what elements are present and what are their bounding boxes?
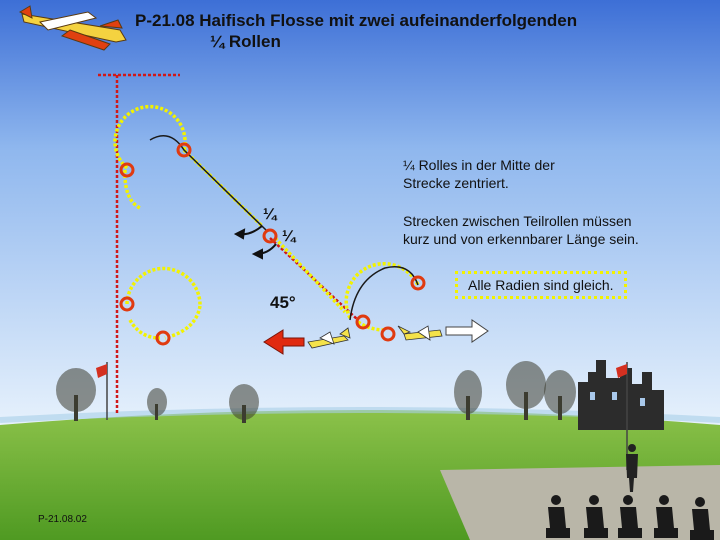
judge-figure-icon — [546, 495, 570, 538]
flag-icon — [616, 362, 628, 470]
aircraft-icon — [307, 327, 351, 349]
position-markers — [119, 142, 426, 346]
path-outline — [149, 135, 419, 321]
note-segments-line2: kurz und von erkennbarer Länge sein. — [403, 231, 639, 247]
flag-icon — [96, 362, 108, 420]
roll-mark-2: ¼ — [282, 228, 296, 245]
spectator-area — [440, 465, 720, 540]
castle-icon — [578, 360, 664, 430]
tree-icon — [147, 388, 167, 420]
judge-figure-icon — [654, 495, 678, 538]
page-title-line2: ¼ Rollen — [210, 32, 281, 51]
sky — [0, 0, 720, 425]
slide-id: P-21.08.02 — [38, 514, 87, 525]
note-centered-line2: Strecke zentriert. — [403, 175, 509, 191]
tree-icon — [506, 361, 546, 420]
roll-mark-1: ¼ — [263, 206, 277, 223]
judge-figure-icon — [690, 497, 714, 540]
note-segments-line1: Strecken zwischen Teilrollen müssen — [403, 213, 632, 229]
tree-icon — [454, 370, 482, 420]
aircraft-icon — [397, 325, 443, 341]
angle-label: 45° — [270, 293, 296, 312]
note-centered-line1: ¼ Rolles in der Mitte der — [403, 157, 555, 173]
note-segments: Strecken zwischen Teilrollen müssen kurz… — [403, 212, 639, 248]
tree-icon — [56, 368, 96, 421]
note-radii: Alle Radien sind gleich. — [455, 271, 627, 299]
page-title-line1: P-21.08 Haifisch Flosse mit zwei aufeina… — [135, 11, 578, 30]
direction-arrow-icon — [263, 329, 305, 355]
aircraft-icon — [18, 5, 127, 51]
judge-figure-icon — [618, 495, 642, 538]
direction-arrow-icon — [445, 319, 489, 343]
tree-icon — [229, 384, 259, 423]
tree-icon — [544, 370, 576, 420]
note-centered: ¼ Rolles in der Mitte der Strecke zentri… — [403, 156, 555, 192]
direction-arrow-icon — [233, 225, 277, 260]
judge-figure-icon — [626, 444, 638, 492]
judge-figure-icon — [584, 495, 608, 538]
